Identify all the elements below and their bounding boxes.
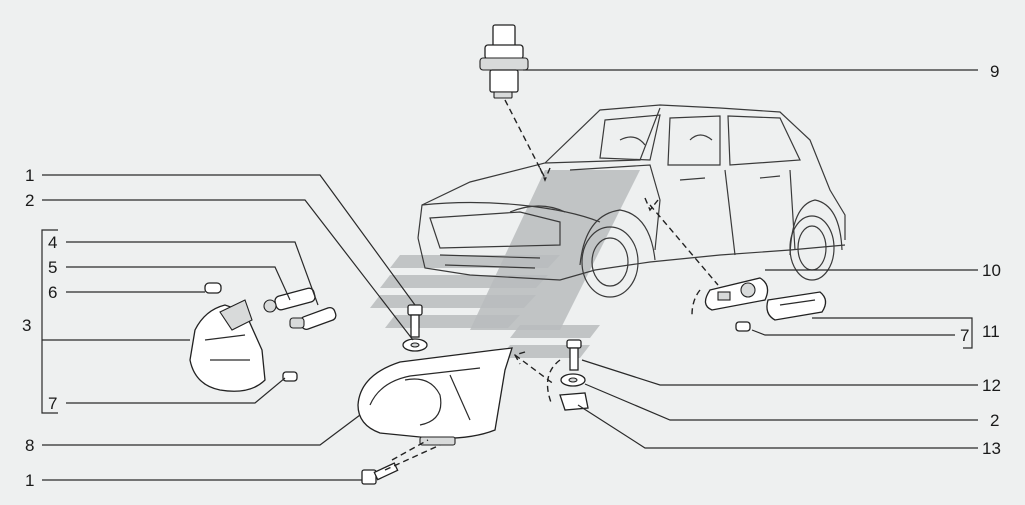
label-10: 10 [982,261,1001,280]
part-repeater [766,291,827,321]
label-4: 4 [48,233,57,252]
part-housing [189,299,266,392]
part-gasket [704,277,769,311]
label-12: 12 [982,376,1001,395]
label-7-left: 7 [48,394,57,413]
part-bulb-6 [204,282,222,294]
label-6: 6 [48,283,57,302]
label-5: 5 [48,258,57,277]
label-1-bottom: 1 [25,471,34,490]
part-bulb-7-left [282,371,298,382]
part-bulb-7-right [735,321,751,332]
label-2-left: 2 [25,191,34,210]
part-switch [479,24,529,99]
label-2-right: 2 [990,411,999,430]
part-bulb-4 [289,306,337,330]
label-11: 11 [982,322,1000,341]
part-clip [559,392,589,411]
car-outline [417,104,846,298]
part-headlight [357,347,513,446]
part-bolt-bottom [361,462,399,485]
label-13: 13 [982,439,1001,458]
part-washer-left [402,338,428,352]
leader-lines [41,69,978,481]
callout-labels: 1 2 4 5 6 3 7 8 1 9 10 7 11 12 2 13 [22,62,1001,490]
part-washer-right [560,373,586,387]
label-1-top: 1 [25,166,34,185]
label-8: 8 [25,436,34,455]
label-7-right: 7 [960,326,969,345]
label-3: 3 [22,316,31,335]
label-9: 9 [990,62,999,81]
part-screw-right [566,339,582,371]
